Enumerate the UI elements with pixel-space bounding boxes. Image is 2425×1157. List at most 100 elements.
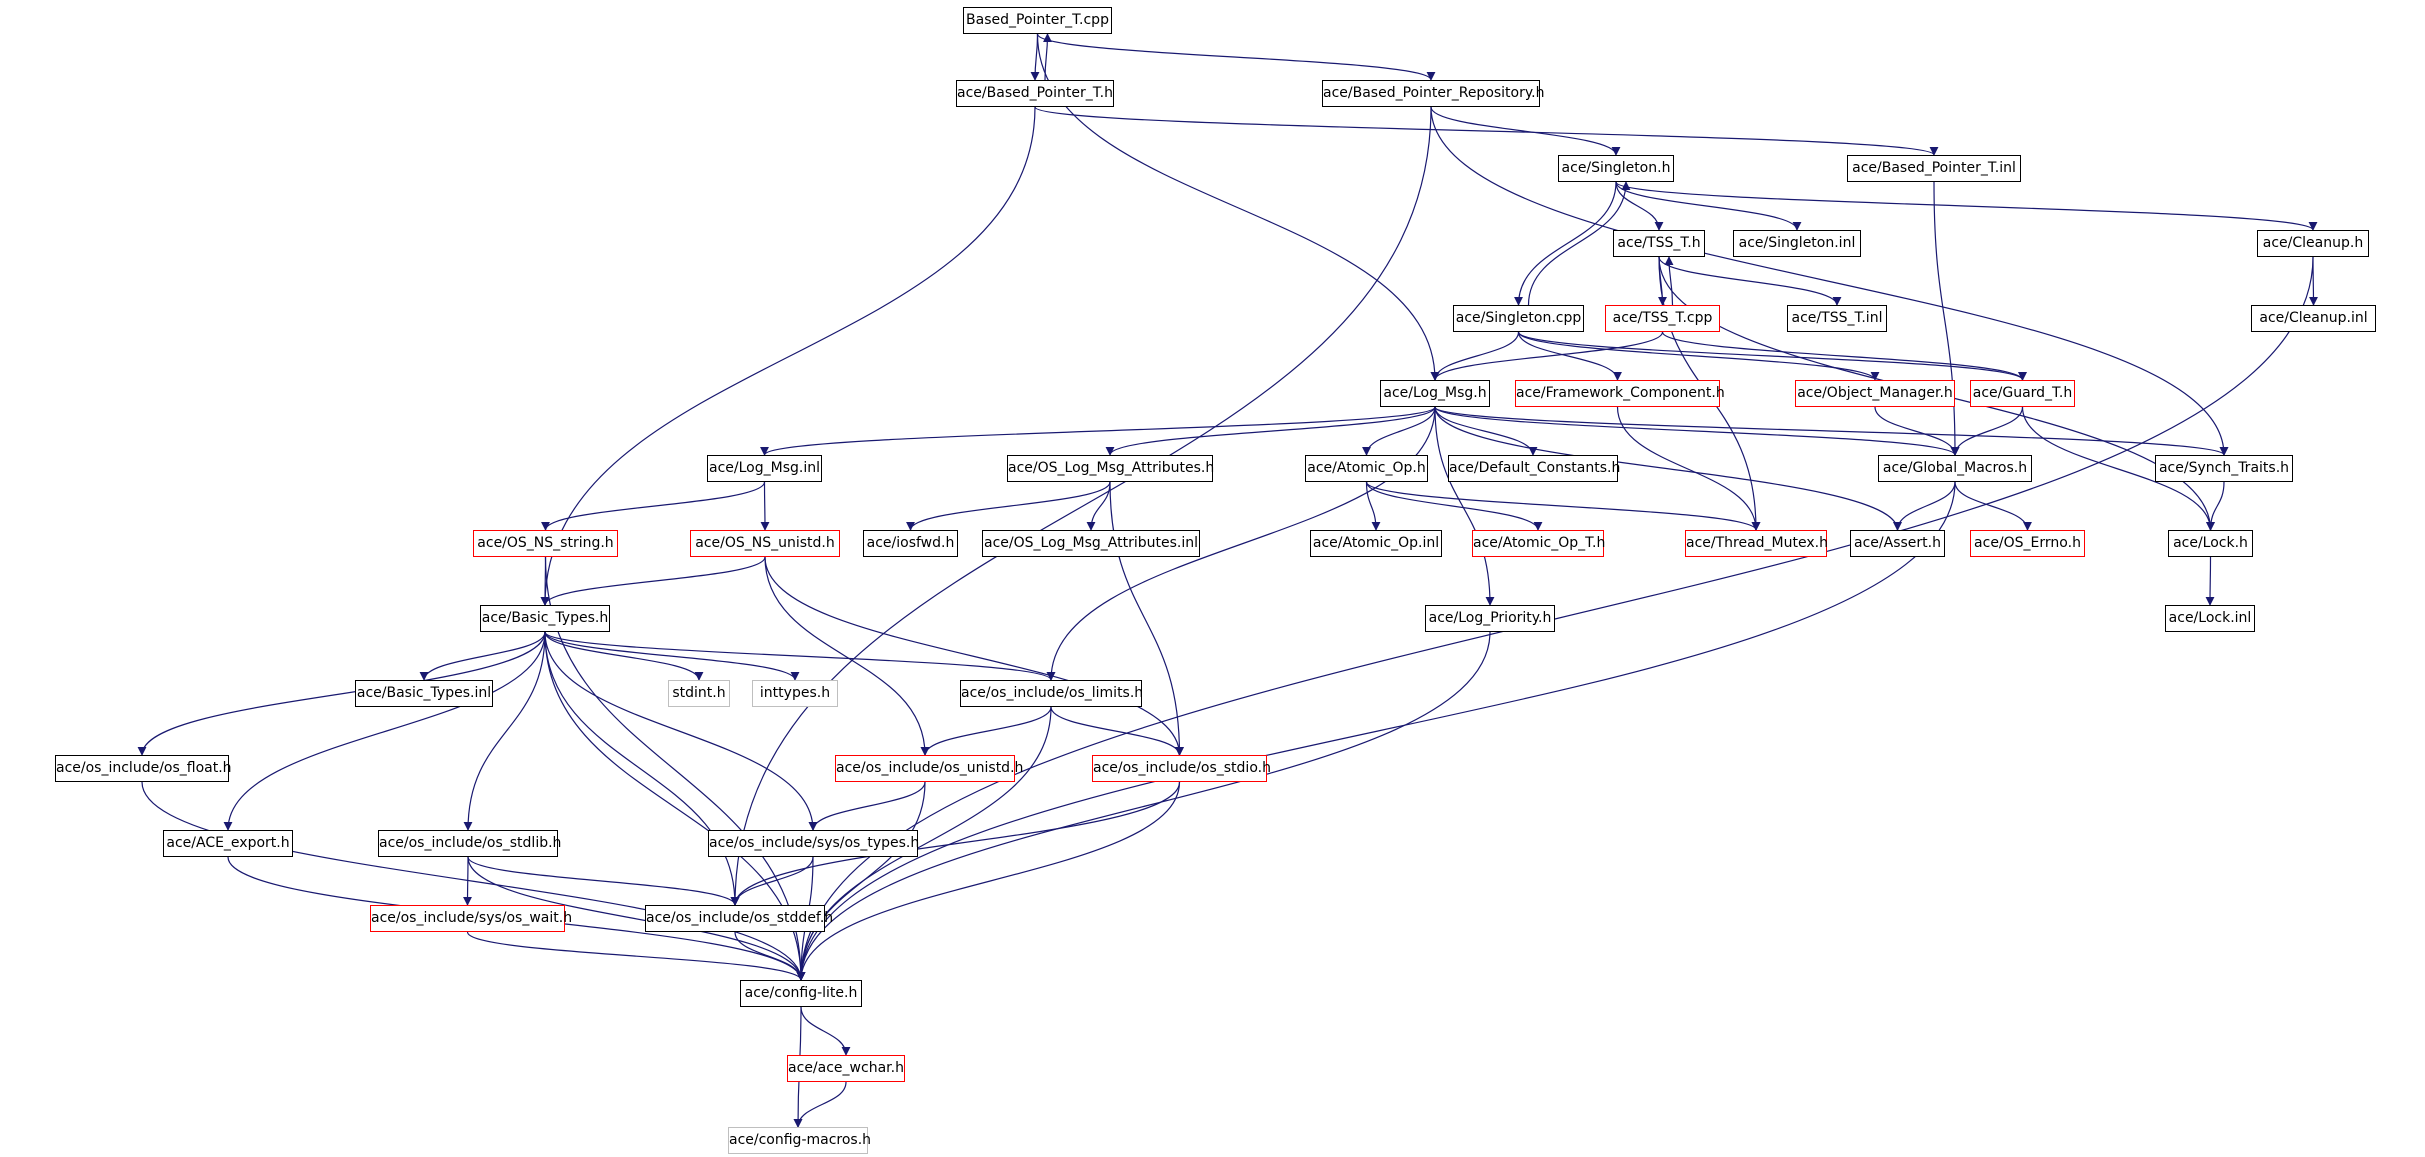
edge-n12-n20 (1434, 406, 1960, 456)
edge-n32-n35 (419, 631, 546, 681)
edge-n12-n18 (1362, 406, 1436, 456)
edge-n39-n47 (141, 781, 806, 981)
edge-n40-n44 (808, 781, 926, 831)
node-config-lite-h[interactable]: ace/config-lite.h (740, 980, 862, 1007)
edge-n16-n22 (541, 481, 766, 531)
node-based-pointer-repository-h[interactable]: ace/Based_Pointer_Repository.h (1322, 80, 1544, 107)
node-singleton-h[interactable]: ace/Singleton.h (1558, 155, 1674, 182)
node-log-priority-h[interactable]: ace/Log_Priority.h (1425, 605, 1555, 632)
node-object-manager-h[interactable]: ace/Object_Manager.h (1795, 380, 1955, 407)
node-singleton-inl[interactable]: ace/Singleton.inl (1733, 230, 1861, 257)
node-atomic-op-h[interactable]: ace/Atomic_Op.h (1305, 455, 1428, 482)
node-ace-wchar-h[interactable]: ace/ace_wchar.h (787, 1055, 905, 1082)
edge-n38-n40 (920, 706, 1052, 756)
node-os-log-msg-attributes-inl[interactable]: ace/OS_Log_Msg_Attributes.inl (982, 530, 1200, 557)
node-synch-traits-h[interactable]: ace/Synch_Traits.h (2155, 455, 2293, 482)
node-singleton-cpp[interactable]: ace/Singleton.cpp (1453, 305, 1584, 332)
node-config-macros-h: ace/config-macros.h (728, 1127, 871, 1154)
edge-n33-n47 (796, 631, 1491, 981)
edge-n3-n5 (1615, 181, 1664, 231)
node-os-ns-unistd-h[interactable]: ace/OS_NS_unistd.h (690, 530, 840, 557)
edge-n20-n30 (1954, 481, 2032, 531)
node-guard-t-h[interactable]: ace/Guard_T.h (1970, 380, 2075, 407)
node-log-msg-h[interactable]: ace/Log_Msg.h (1380, 380, 1490, 407)
edge-n48-n49 (793, 1081, 847, 1128)
node-assert-h[interactable]: ace/Assert.h (1850, 530, 1945, 557)
node-thread-mutex-h[interactable]: ace/Thread_Mutex.h (1685, 530, 1828, 557)
edge-n21-n31 (2206, 481, 2225, 531)
edge-n8-n12 (1430, 331, 1520, 381)
edge-n20-n47 (796, 481, 1956, 981)
node-stdint-h: stdint.h (668, 680, 730, 707)
edge-n23-n41 (764, 556, 1184, 756)
node-ace-export-h[interactable]: ace/ACE_export.h (163, 830, 293, 857)
node-global-macros-h[interactable]: ace/Global_Macros.h (1878, 455, 2032, 482)
edge-n15-n20 (1950, 406, 2024, 456)
node-atomic-op-t-h[interactable]: ace/Atomic_Op_T.h (1472, 530, 1605, 557)
edge-n8-n13 (1517, 331, 1622, 381)
node-basic-types-inl[interactable]: ace/Basic_Types.inl (355, 680, 493, 707)
node-based-pointer-t-h[interactable]: ace/Based_Pointer_T.h (956, 80, 1114, 107)
node-framework-component-h[interactable]: ace/Framework_Component.h (1515, 380, 1725, 407)
node-lock-inl[interactable]: ace/Lock.inl (2165, 605, 2255, 632)
node-os-ns-string-h[interactable]: ace/OS_NS_string.h (473, 530, 618, 557)
edge-n32-n37 (544, 631, 800, 681)
edge-n12-n33 (1434, 406, 1495, 606)
edge-n46-n47 (734, 931, 806, 981)
edge-n3-n7 (1615, 181, 2318, 231)
edge-n9-n15 (1661, 331, 2027, 381)
edge-n44-n46 (730, 856, 814, 906)
edge-n23-n32 (540, 556, 766, 606)
node-lock-h[interactable]: ace/Lock.h (2168, 530, 2253, 557)
node-basic-types-h[interactable]: ace/Basic_Types.h (480, 605, 610, 632)
node-os-stdio-h[interactable]: ace/os_include/os_stdio.h (1092, 755, 1271, 782)
node-iosfwd-h[interactable]: ace/iosfwd.h (863, 530, 958, 557)
node-tss-t-cpp[interactable]: ace/TSS_T.cpp (1605, 305, 1720, 332)
edge-n12-n19 (1434, 406, 1538, 456)
edge-n2-n46 (730, 106, 1432, 906)
node-cleanup-h[interactable]: ace/Cleanup.h (2257, 230, 2369, 257)
node-inttypes-h: inttypes.h (752, 680, 838, 707)
edge-n1-n4 (1034, 106, 1939, 156)
edge-n32-n44 (544, 631, 818, 831)
edge-n38-n41 (1050, 706, 1184, 756)
node-log-msg-inl[interactable]: ace/Log_Msg.inl (707, 455, 822, 482)
edge-n20-n29 (1893, 481, 1956, 531)
node-default-constants-h[interactable]: ace/Default_Constants.h (1448, 455, 1620, 482)
edge-n32-n43 (463, 631, 546, 831)
node-atomic-op-inl[interactable]: ace/Atomic_Op.inl (1310, 530, 1442, 557)
edge-n23-n40 (764, 556, 930, 756)
edge-n12-n17 (1105, 406, 1436, 456)
node-sys-os-types-h[interactable]: ace/os_include/sys/os_types.h (708, 830, 919, 857)
edge-n32-n36 (544, 631, 704, 681)
node-tss-t-inl[interactable]: ace/TSS_T.inl (1787, 305, 1887, 332)
node-os-log-msg-attributes-h[interactable]: ace/OS_Log_Msg_Attributes.h (1007, 455, 1214, 482)
node-based-pointer-t-inl[interactable]: ace/Based_Pointer_T.inl (1847, 155, 2021, 182)
edge-n41-n47 (796, 781, 1181, 981)
node-os-stddef-h[interactable]: ace/os_include/os_stddef.h (645, 905, 833, 932)
node-os-float-h[interactable]: ace/os_include/os_float.h (55, 755, 232, 782)
node-tss-t-h[interactable]: ace/TSS_T.h (1613, 230, 1705, 257)
edge-n12-n16 (760, 406, 1436, 456)
edge-n32-n38 (544, 631, 1056, 681)
edge-n22-n47 (544, 556, 806, 981)
node-os-stdlib-h[interactable]: ace/os_include/os_stdlib.h (378, 830, 561, 857)
edge-n17-n41 (1109, 481, 1184, 756)
edge-n9-n12 (1430, 331, 1664, 381)
edge-n15-n31 (2021, 406, 2215, 531)
node-cleanup-inl[interactable]: ace/Cleanup.inl (2251, 305, 2376, 332)
node-os-unistd-h[interactable]: ace/os_include/os_unistd.h (835, 755, 1023, 782)
node-os-limits-h[interactable]: ace/os_include/os_limits.h (960, 680, 1143, 707)
edge-n2-n21 (1430, 106, 2229, 456)
node-os-errno-h[interactable]: ace/OS_Errno.h (1970, 530, 2085, 557)
node-sys-os-wait-h[interactable]: ace/os_include/sys/os_wait.h (370, 905, 572, 932)
edge-n45-n47 (466, 931, 806, 981)
edge-n41-n46 (730, 781, 1181, 906)
edge-n16-n23 (760, 481, 770, 531)
edge-n32-n46 (544, 631, 740, 906)
edge-n43-n45 (463, 856, 473, 906)
edge-n8-n3 (1527, 181, 1631, 306)
edge-n3-n8 (1514, 181, 1617, 306)
edge-n1-n32 (540, 106, 1036, 606)
